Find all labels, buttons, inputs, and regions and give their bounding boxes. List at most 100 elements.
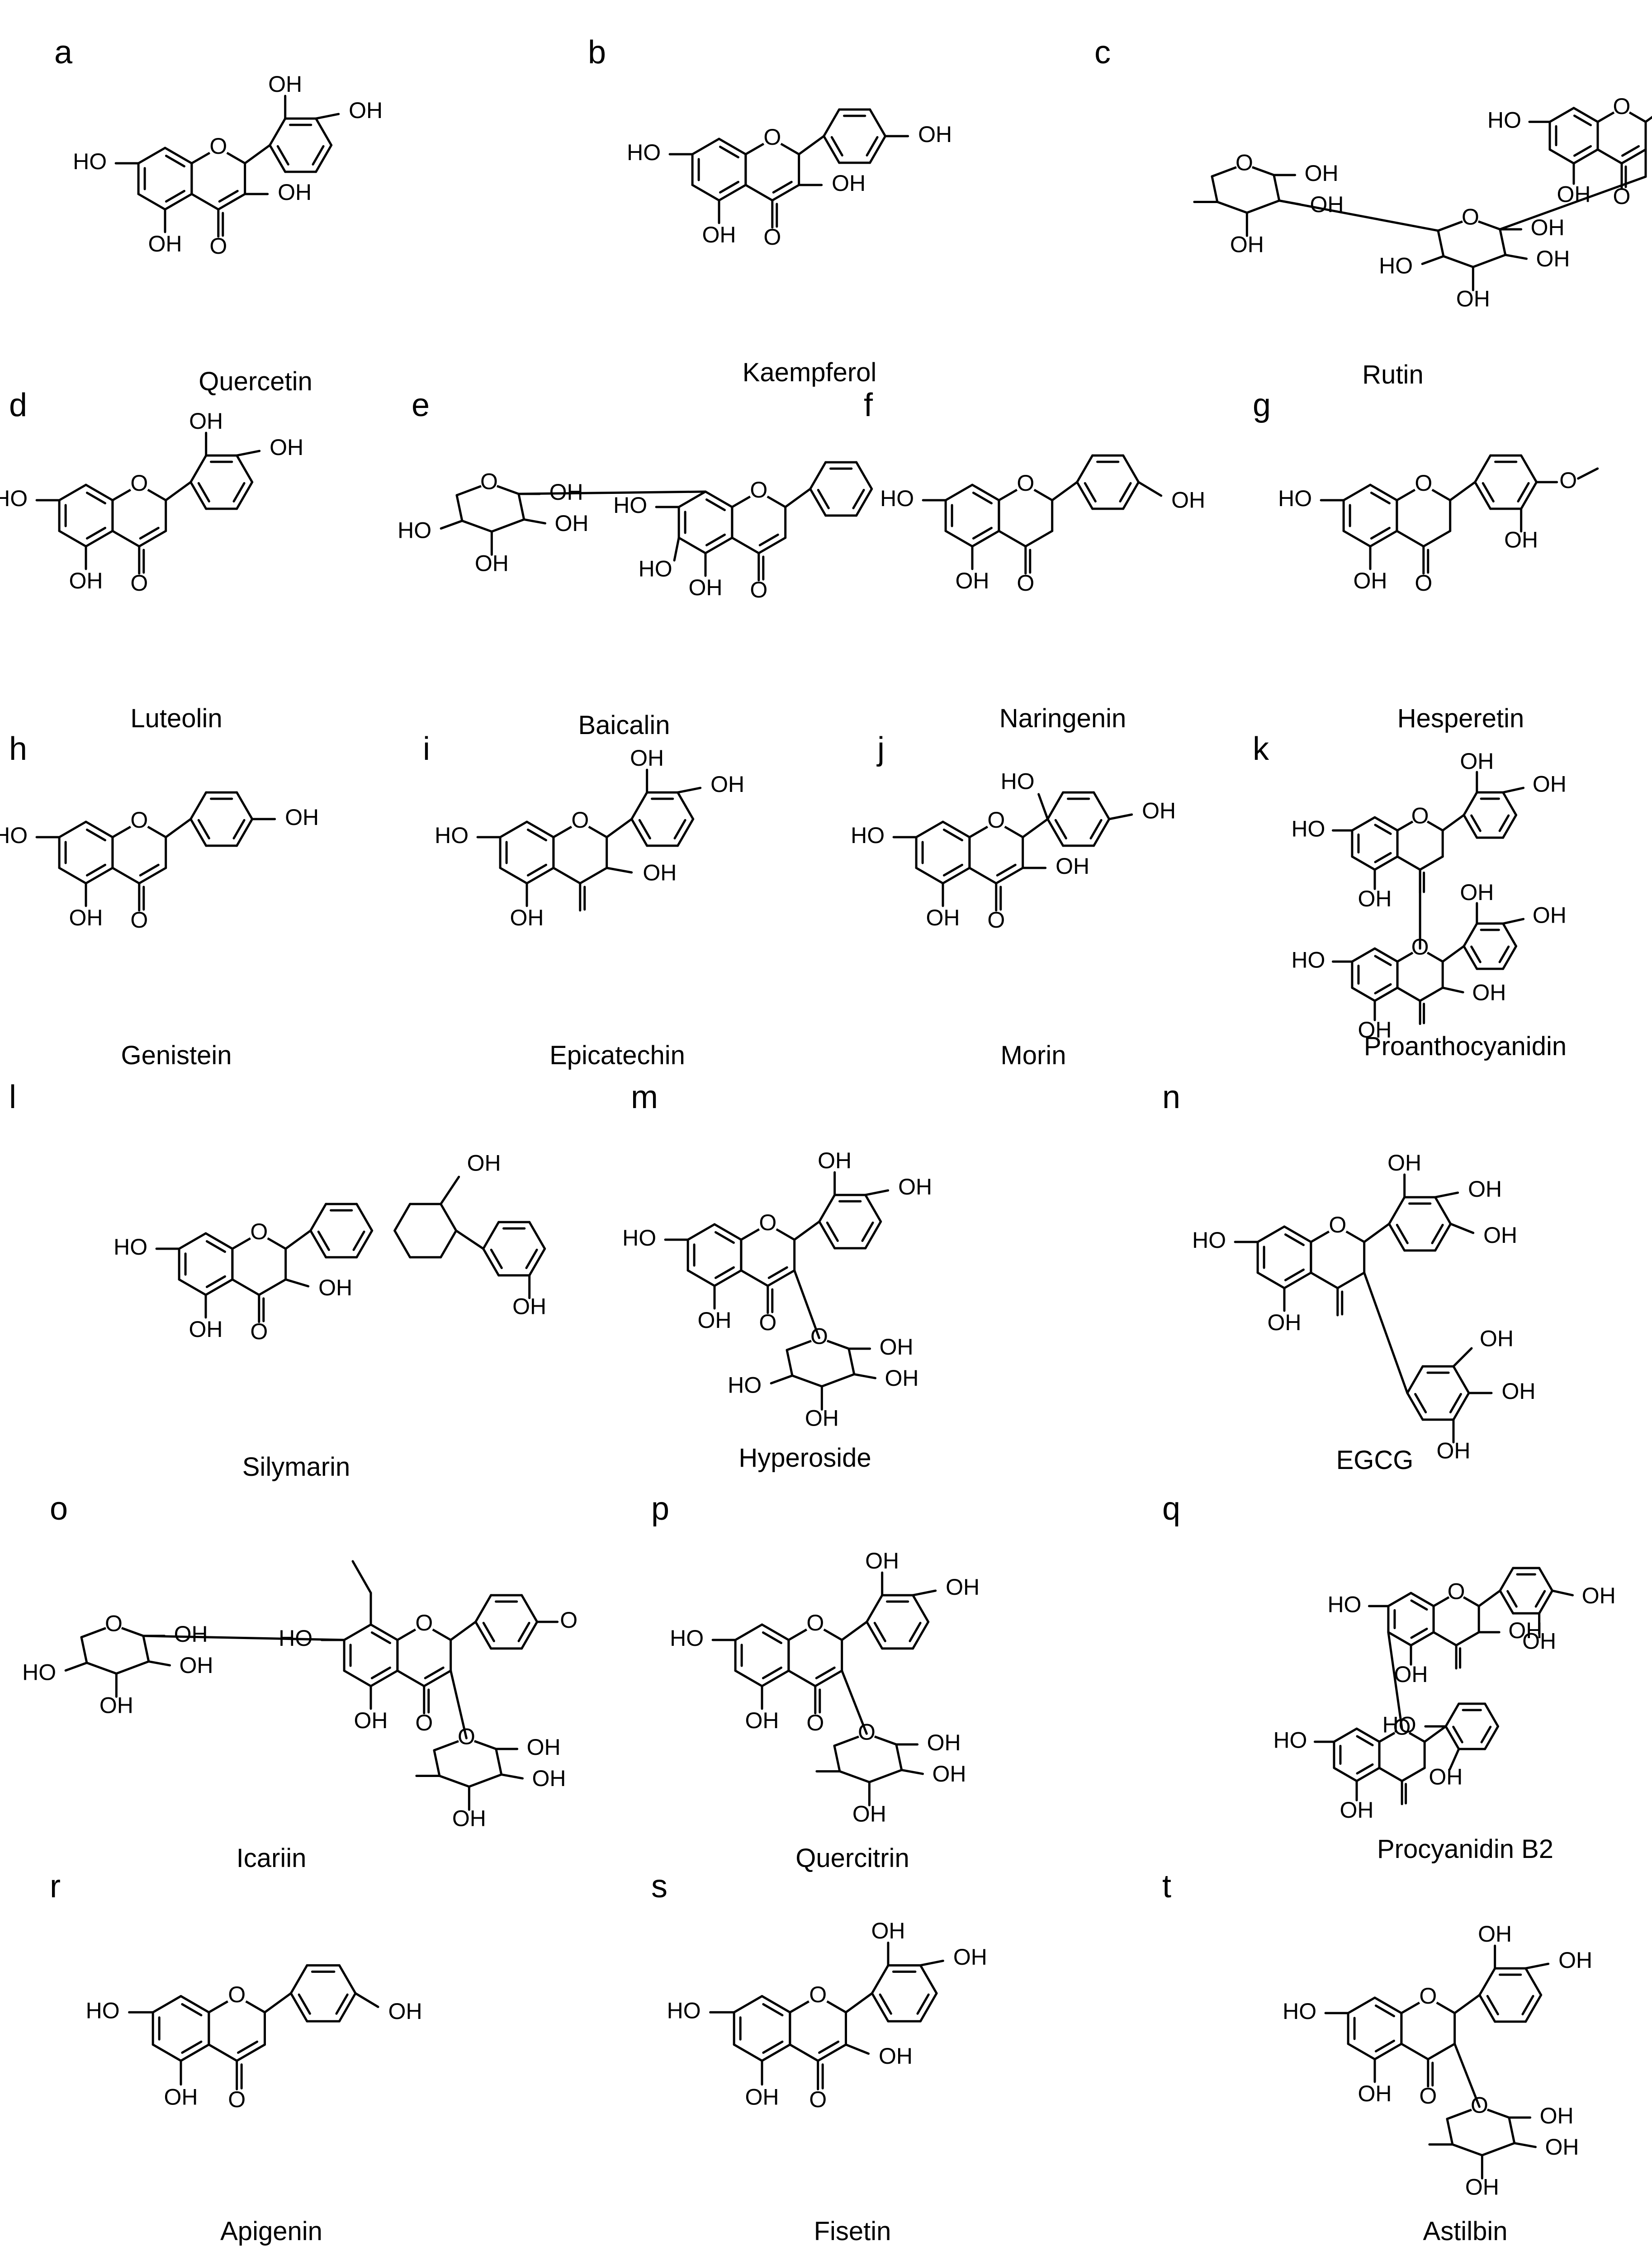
atom-label: HO xyxy=(1001,768,1035,794)
atom-label: OH xyxy=(885,1365,919,1391)
atom-label: OH xyxy=(702,222,736,247)
atom-label: OH xyxy=(1533,903,1567,928)
atom-label: OH xyxy=(278,180,312,205)
atom-label: OH xyxy=(956,568,989,593)
panel-letter-h: h xyxy=(9,731,28,767)
atom-label: OH xyxy=(918,122,952,147)
atom-label: OH xyxy=(532,1766,566,1791)
panel-letter-i: i xyxy=(423,731,430,767)
panel-letter-e: e xyxy=(412,387,430,423)
atom-label: OH xyxy=(1582,1583,1616,1608)
atom-label: OH xyxy=(1358,2081,1392,2106)
panel-letter-o: o xyxy=(50,1491,68,1527)
atom-label: OH xyxy=(467,1150,501,1175)
atom-label: O xyxy=(1017,570,1034,596)
atom-label: O xyxy=(1448,1578,1465,1604)
atom-label: HO xyxy=(728,1372,762,1398)
atom-label: O xyxy=(1235,150,1253,175)
atom-label: O xyxy=(415,1710,433,1735)
atom-label: OH xyxy=(1354,568,1387,593)
atom-label: HO xyxy=(851,823,885,848)
atom-label: OH xyxy=(880,1334,914,1360)
atom-label: HO xyxy=(0,823,28,848)
atom-label: OH xyxy=(927,1730,961,1755)
panel-letter-t: t xyxy=(1162,1868,1172,1905)
atom-label: OH xyxy=(1460,749,1494,774)
atom-label: O xyxy=(759,1210,776,1235)
atom-label: O xyxy=(806,1710,824,1735)
atom-label: OH xyxy=(1358,1017,1392,1042)
atom-label: O xyxy=(750,477,767,502)
atom-label: OH xyxy=(69,905,103,930)
atom-label: OH xyxy=(1056,853,1089,879)
atom-label: OH xyxy=(805,1405,839,1431)
atom-label: OH xyxy=(953,1944,987,1970)
atom-label: OH xyxy=(1268,1310,1302,1335)
compound-name-f: Naringenin xyxy=(999,704,1127,733)
atom-label: OH xyxy=(174,1621,208,1647)
panel-letter-n: n xyxy=(1162,1079,1181,1115)
panel-letter-m: m xyxy=(631,1079,658,1115)
atom-label: OH xyxy=(388,1999,422,2024)
atom-label: OH xyxy=(1531,215,1565,240)
compound-name-k: Proanthocyanidin xyxy=(1363,1032,1567,1061)
compound-name-j: Morin xyxy=(1000,1041,1066,1070)
atom-label: OH xyxy=(933,1761,966,1786)
compound-name-c: Rutin xyxy=(1362,360,1424,389)
atom-label: HO xyxy=(1192,1227,1226,1253)
panel-letter-l: l xyxy=(9,1079,16,1115)
compound-name-p: Quercitrin xyxy=(795,1843,909,1873)
atom-label: OH xyxy=(1508,1618,1542,1643)
atom-label: OH xyxy=(1340,1797,1374,1823)
atom-label: O xyxy=(415,1610,433,1635)
atom-label: OH xyxy=(745,1708,779,1733)
atom-label: OH xyxy=(1558,1947,1592,1973)
atom-label: HO xyxy=(670,1625,704,1651)
atom-label: OH xyxy=(285,805,319,830)
atom-label: HO xyxy=(73,149,107,174)
atom-label: OH xyxy=(1437,1438,1471,1464)
atom-label: OH xyxy=(189,408,223,434)
atom-label: HO xyxy=(1327,1592,1361,1617)
panel-letter-f: f xyxy=(864,387,873,423)
atom-label: OH xyxy=(1502,1379,1536,1404)
atom-label: O xyxy=(1462,204,1479,229)
atom-label: OH xyxy=(475,550,509,576)
atom-label: OH xyxy=(898,1174,932,1199)
atom-label: OH xyxy=(354,1708,388,1733)
atom-label: O xyxy=(759,1310,776,1335)
atom-label: OH xyxy=(1536,246,1570,271)
atom-label: HO xyxy=(880,486,914,511)
atom-label: OH xyxy=(1171,488,1205,513)
compound-name-m: Hyperoside xyxy=(738,1443,871,1473)
atom-label: OH xyxy=(1358,886,1392,911)
panel-letter-b: b xyxy=(588,34,606,71)
atom-label: OH xyxy=(1472,980,1506,1005)
atom-label: OH xyxy=(1429,1764,1463,1790)
atom-label: O xyxy=(1613,94,1631,119)
panel-letter-p: p xyxy=(651,1491,670,1527)
atom-label: O xyxy=(809,1982,827,2007)
atom-label: OH xyxy=(643,860,677,886)
atom-label: HO xyxy=(22,1659,56,1685)
atom-label: OH xyxy=(1465,2174,1499,2199)
atom-label: HO xyxy=(639,556,672,582)
atom-label: OH xyxy=(879,2043,913,2069)
atom-label: O xyxy=(560,1607,577,1633)
atom-label: OH xyxy=(1230,232,1264,257)
atom-label: HO xyxy=(1273,1727,1307,1753)
atom-label: OH xyxy=(527,1734,561,1760)
atom-label: OH xyxy=(555,511,589,536)
atom-label: OH xyxy=(871,1918,905,1943)
compound-name-h: Genistein xyxy=(121,1041,232,1070)
atom-label: O xyxy=(209,133,227,159)
